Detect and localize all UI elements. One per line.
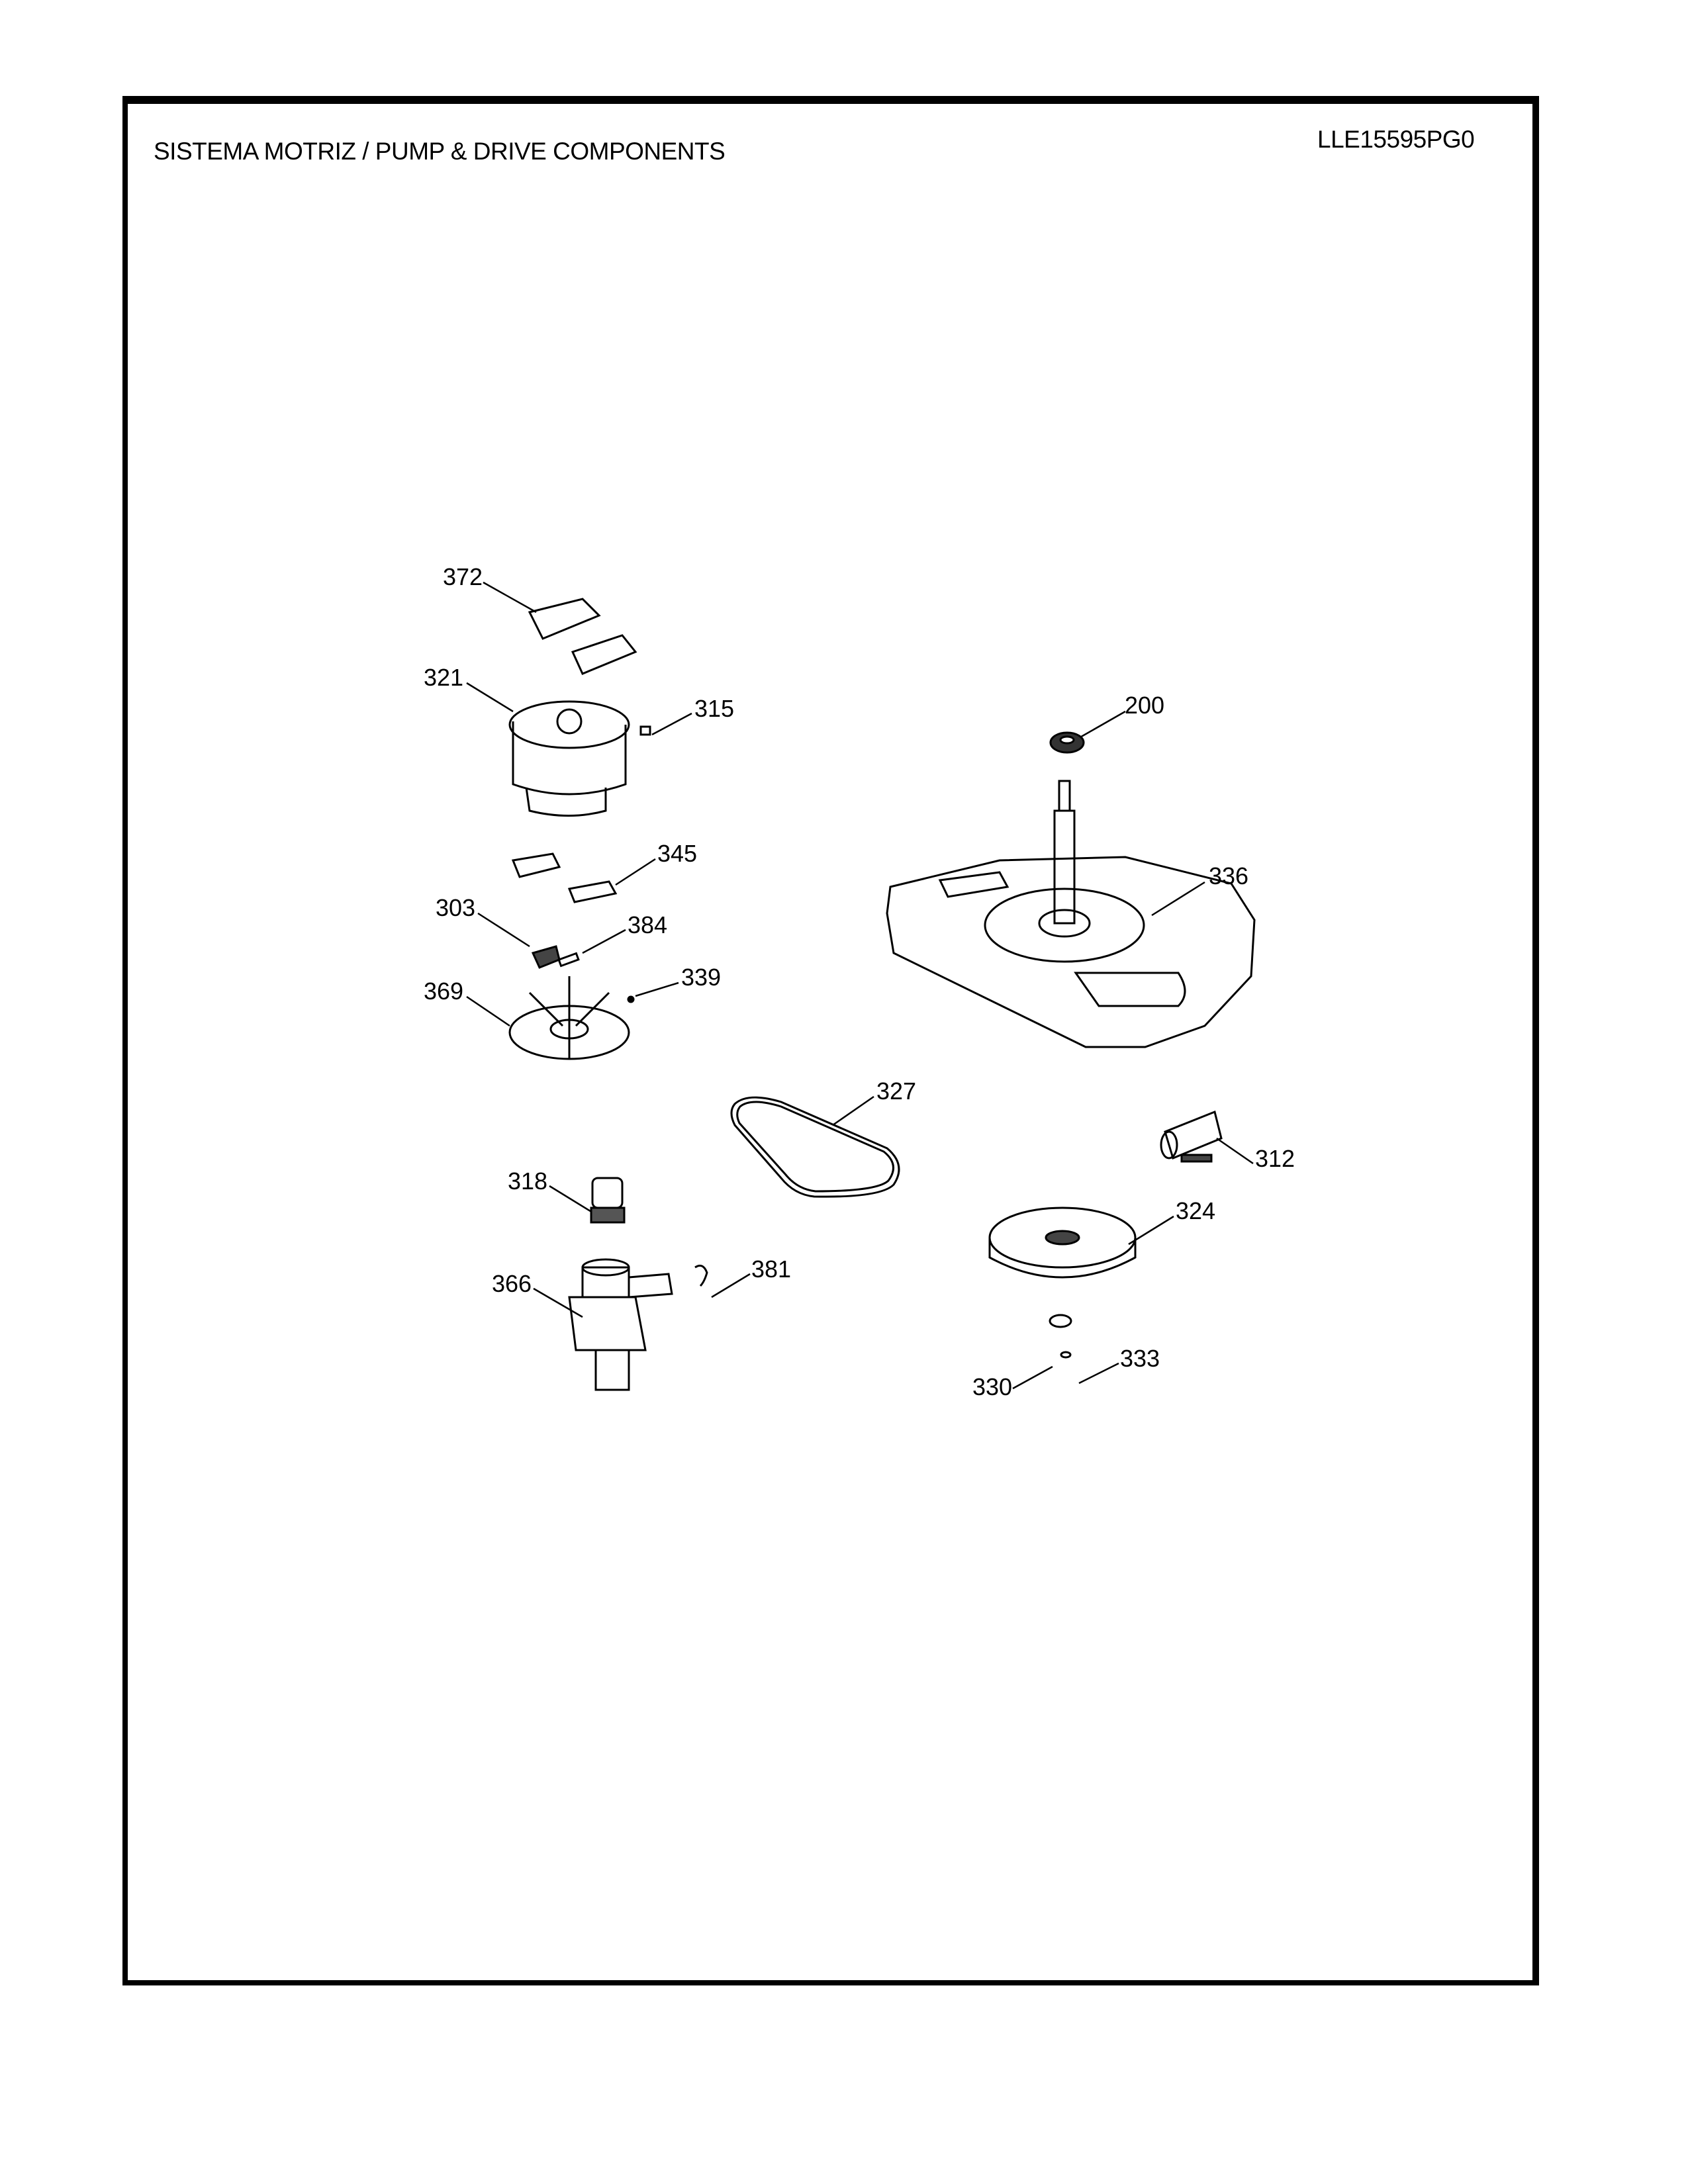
part-345-pads <box>511 852 618 903</box>
callout-330: 330 <box>972 1373 1013 1400</box>
part-321-motor <box>508 700 630 817</box>
callout-312: 312 <box>1254 1145 1295 1172</box>
part-336-base-plate <box>886 780 1256 1048</box>
part-318-filter <box>590 1177 626 1224</box>
part-381-clamp <box>694 1264 708 1287</box>
callout-318: 318 <box>507 1167 548 1195</box>
part-327-belt <box>730 1096 900 1198</box>
callout-333: 333 <box>1119 1345 1160 1372</box>
callout-372: 372 <box>442 563 483 590</box>
callout-303: 303 <box>435 894 476 921</box>
callout-339: 339 <box>680 964 722 991</box>
callout-369: 369 <box>423 978 464 1005</box>
part-312-capacitor <box>1160 1110 1223 1163</box>
callout-321: 321 <box>423 664 464 691</box>
callout-315: 315 <box>694 695 735 722</box>
part-384-pin <box>557 952 580 968</box>
callout-366: 366 <box>491 1270 532 1297</box>
model-code: LLE15595PG0 <box>1317 126 1475 153</box>
page-title: SISTEMA MOTRIZ / PUMP & DRIVE COMPONENTS <box>154 138 726 165</box>
part-330-washer <box>1049 1314 1072 1328</box>
part-333-ring <box>1060 1351 1072 1359</box>
callout-384: 384 <box>627 911 668 938</box>
part-324-pulley <box>988 1206 1137 1279</box>
callout-324: 324 <box>1175 1197 1216 1224</box>
page-border <box>122 96 1539 1985</box>
callout-381: 381 <box>751 1255 792 1283</box>
callout-345: 345 <box>657 840 698 867</box>
part-315-clip <box>639 725 651 736</box>
leader-lines <box>466 581 1254 1390</box>
part-339-screw <box>627 995 635 1003</box>
part-303-switch <box>531 945 561 969</box>
part-366-pump <box>568 1258 673 1391</box>
callout-200: 200 <box>1124 692 1165 719</box>
callout-336: 336 <box>1208 862 1249 889</box>
part-369-fan <box>508 976 630 1060</box>
part-372-motor-brackets <box>528 598 637 675</box>
callout-327: 327 <box>876 1077 917 1105</box>
part-200-seal <box>1049 731 1085 754</box>
